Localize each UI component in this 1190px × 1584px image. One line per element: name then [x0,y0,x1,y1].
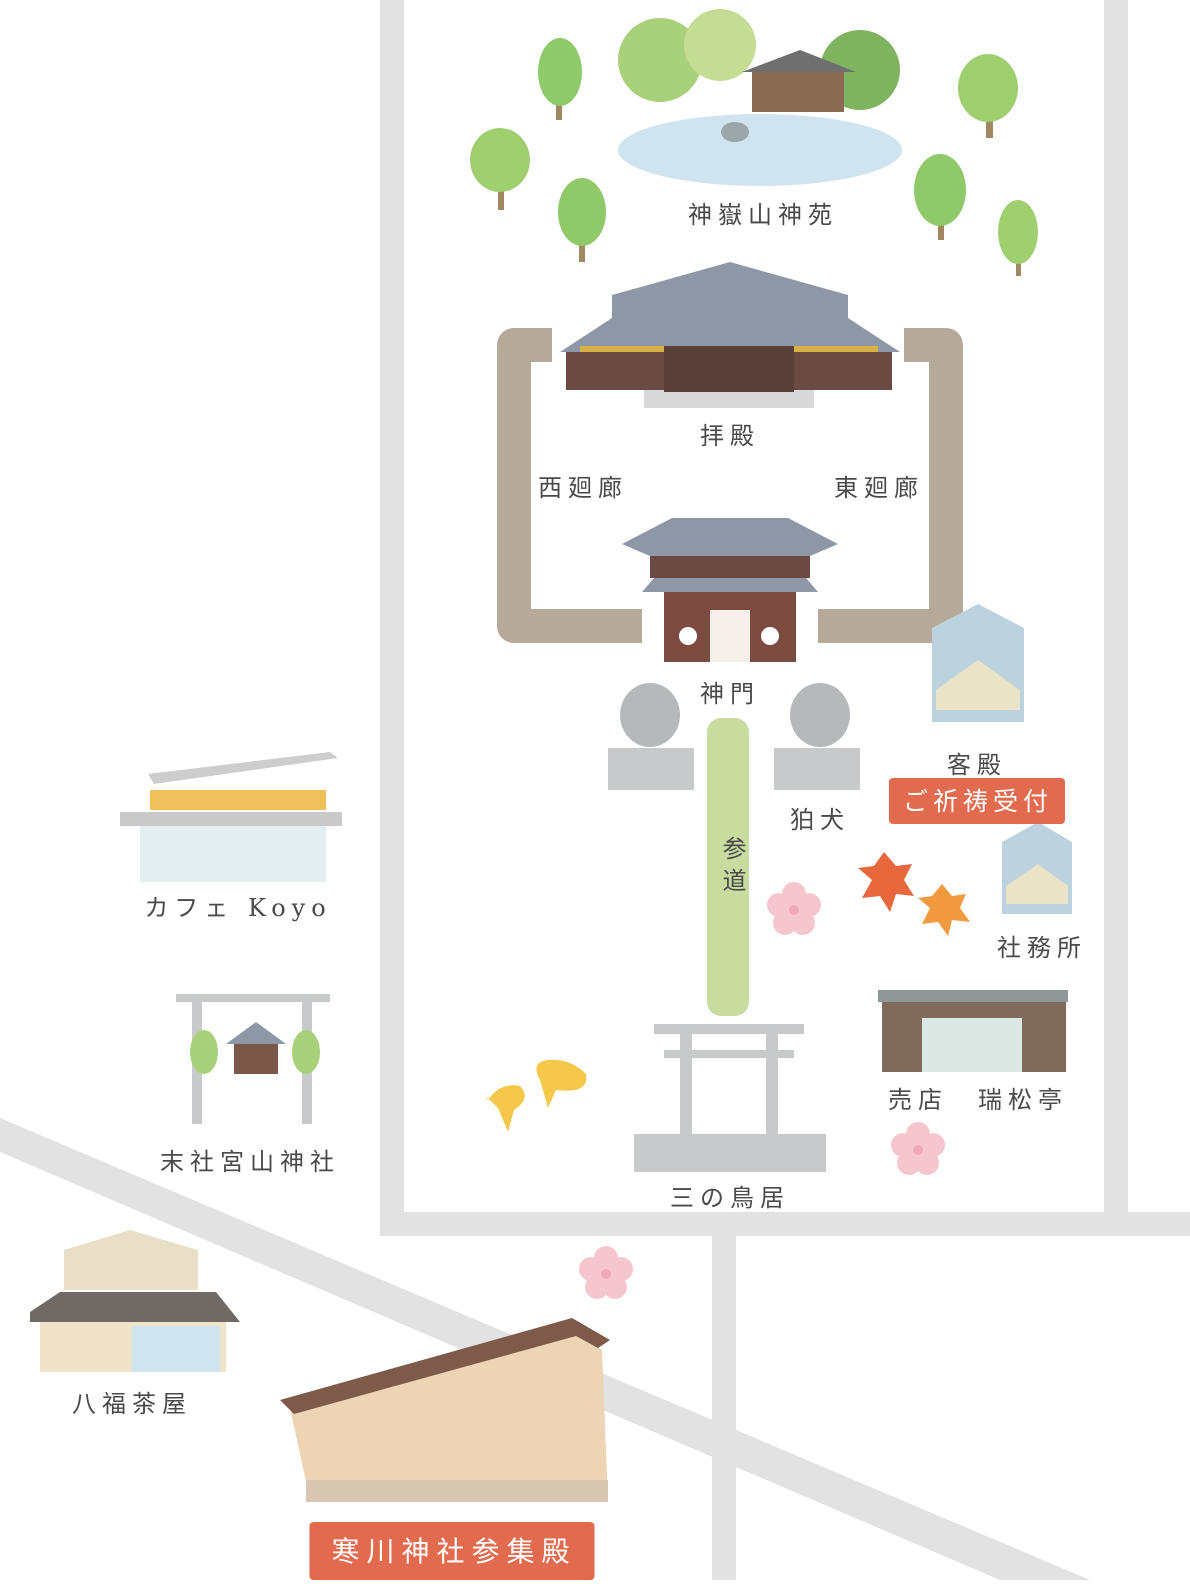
shinmon-roof-upper [622,518,838,556]
road-horizontal [380,1212,1190,1236]
label-komainu[interactable]: 狛犬 [790,806,850,834]
shamusho-illustration [1002,822,1072,914]
sanshuden-illustration [280,1318,610,1502]
label-massha[interactable]: 末社宮山神社 [160,1148,340,1176]
maple-leaf-icon [918,884,970,936]
label-torii[interactable]: 三の鳥居 [670,1184,790,1212]
haiden-roof [560,262,900,352]
corridors [497,328,963,643]
east-corridor [818,328,963,643]
komainu-pedestal [608,748,694,790]
teahouse [752,68,844,112]
haiden-illustration [560,262,900,408]
shinmon-roof-lower [642,578,818,592]
garden-rock [721,122,749,142]
torii-pillar [766,1034,778,1134]
massha-roof [226,1022,286,1044]
teahouse-roof [742,50,856,72]
massha-torii-top [176,994,330,1002]
label-kyakuden[interactable]: 客殿 [947,751,1007,779]
baiten-window [922,1018,1022,1072]
shinen-garden-illustration [618,9,902,186]
hachifuku-roof-upper [64,1230,198,1290]
cafe-roof [148,752,338,784]
badge-gokito[interactable]: ご祈祷受付 [888,778,1066,824]
shinmon-beam [650,556,810,578]
road-vertical-south [712,1224,736,1580]
haiden-front [664,346,794,392]
kyakuden-wall [936,660,1020,710]
label-higashi-kairo[interactable]: 東廻廊 [834,474,924,502]
lantern-icon [761,627,779,645]
label-shamusho[interactable]: 社務所 [997,934,1087,962]
ginkgo-leaf-icon [536,1059,587,1108]
komainu-statue [620,683,680,747]
torii-illustration [634,1024,826,1172]
torii-pillar [680,1034,692,1134]
label-nishi-kairo[interactable]: 西廻廊 [538,474,628,502]
massha-illustration [176,994,330,1124]
cafe-floor [120,812,342,826]
sakura-icon [891,1122,945,1175]
torii-base [634,1134,826,1172]
label-shinmon[interactable]: 神門 [700,680,760,708]
lantern-icon [679,627,697,645]
label-hachifuku[interactable]: 八福茶屋 [72,1390,192,1418]
massha-tree [292,1030,320,1074]
badge-sanshuden[interactable]: 寒川神社参集殿 [309,1522,595,1580]
haiden-stairs [644,390,814,408]
garden-tree [618,18,702,102]
komainu-pedestal [774,748,860,790]
sakura-icon [767,882,821,935]
komainu-statue [790,683,850,747]
cafe-glass [140,826,326,882]
kyakuden-illustration [932,604,1024,722]
sanshuden-body [290,1328,608,1500]
baiten-roof [878,990,1068,1002]
tree-icon [558,178,606,262]
sando-path [707,718,749,1016]
tree-icon [958,54,1018,138]
tree-icon [914,154,966,240]
torii-kasagi [654,1024,804,1034]
sakura-icon [579,1246,633,1299]
hachifuku-roof [30,1292,240,1322]
label-cafe[interactable]: カフェ Koyo [144,894,332,922]
label-shinen[interactable]: 神嶽山神苑 [688,201,838,229]
sanshuden-roof [280,1318,610,1414]
road-vertical-right [1104,0,1128,1222]
garden-tree [684,9,756,81]
tree-icon [538,38,582,120]
shinmon-illustration [622,518,838,662]
komainu-illustration [608,683,860,790]
massha-tree [190,1030,218,1074]
label-haiden[interactable]: 拝殿 [700,422,760,450]
maple-leaf-icon [858,852,914,912]
hachifuku-illustration [30,1230,240,1372]
torii-nuki [664,1050,794,1058]
tree-icon [998,200,1038,276]
cafe-koyo-illustration [120,752,342,882]
decorations [486,852,970,1299]
tree-icon [470,128,530,210]
massha-shrine [234,1040,278,1074]
shinmon-opening [710,610,750,662]
pond [618,114,902,186]
baiten-illustration [878,990,1068,1072]
sanshuden-base [306,1480,608,1502]
trees [470,38,1038,276]
label-baiten[interactable]: 売店 瑞松亭 [888,1086,1068,1114]
shamusho-wall [1006,864,1068,904]
cafe-balcony [150,790,326,810]
label-sando[interactable]: 参道 [718,836,746,900]
hachifuku-glass [132,1326,220,1372]
west-corridor [497,328,642,643]
road-vertical-left [380,0,404,1220]
ginkgo-leaf-icon [486,1085,525,1132]
